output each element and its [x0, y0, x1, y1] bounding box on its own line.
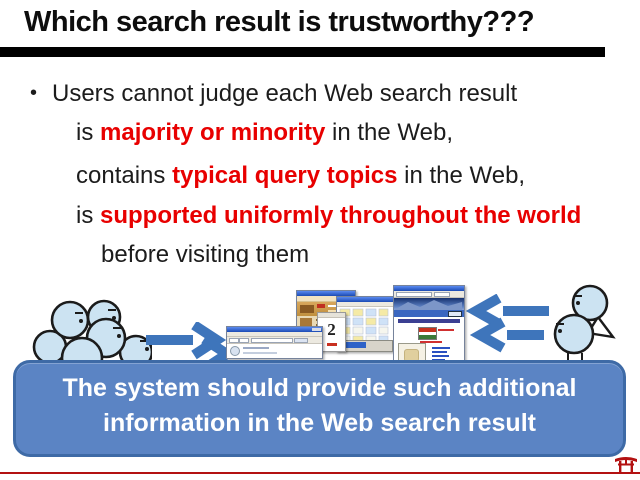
slide-title: Which search result is trustworthy??? [24, 6, 535, 38]
browser-window-flag [393, 285, 465, 367]
emphasis-run: majority or minority [100, 119, 326, 146]
torii-icon [614, 455, 638, 473]
banner-image [394, 298, 464, 310]
arrow-left-icon [466, 294, 550, 354]
text-run: is [76, 119, 100, 146]
bullet-line-4: is supported uniformly throughout the wo… [76, 202, 581, 230]
bullet-line-5: before visiting them [101, 241, 309, 269]
bullet-line-3: contains typical query topics in the Web… [76, 162, 525, 190]
browser-window-search [226, 326, 323, 359]
callout-line-1: The system should provide such additiona… [62, 374, 577, 402]
footer-rule [0, 472, 640, 474]
text-run: before visiting them [101, 241, 310, 268]
user-pair-icon [546, 283, 618, 365]
text-run: is [76, 202, 100, 229]
text-run: in the Web, [397, 162, 526, 189]
bullet-line-2: is majority or minority in the Web, [76, 119, 453, 147]
text-run: contains [76, 162, 173, 189]
text-run: in the Web, [325, 119, 454, 146]
bullet-line-1: • Users cannot judge each Web search resu… [30, 80, 517, 108]
page-icon [230, 346, 240, 356]
text-run: Users cannot judge each Web search resul… [52, 80, 518, 107]
callout-box: The system should provide such additiona… [13, 360, 626, 457]
emphasis-run: supported uniformly throughout the world [100, 202, 582, 229]
title-underline [0, 47, 605, 57]
bullet-marker: • [30, 82, 38, 104]
emphasis-run: typical query topics [172, 162, 398, 189]
user-crowd-icon [30, 297, 152, 369]
callout-line-2: information in the Web search result [103, 409, 536, 437]
hungary-flag-icon [418, 327, 437, 340]
badge-number: 2 [327, 320, 336, 339]
